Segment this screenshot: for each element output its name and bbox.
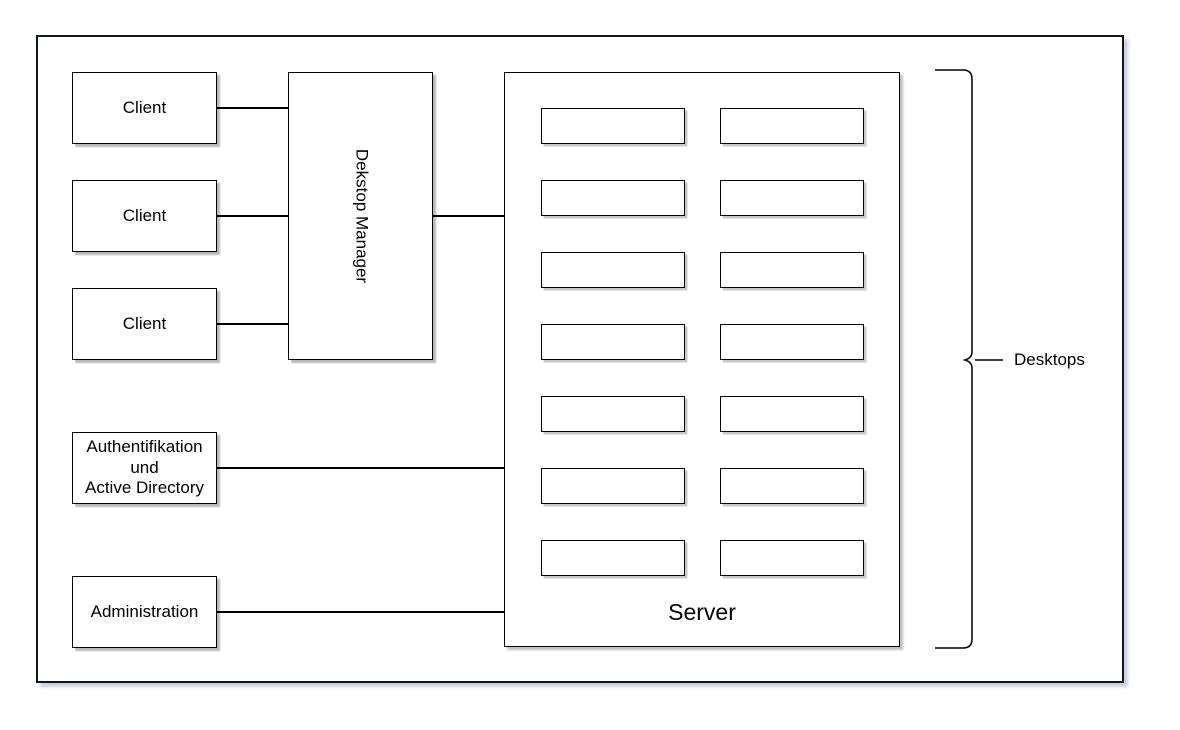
desktop-slot <box>541 396 685 432</box>
desktops-label: Desktops <box>1014 350 1085 369</box>
desktop-slot <box>720 252 864 288</box>
desktop-slot <box>720 540 864 576</box>
desktop-slot <box>541 540 685 576</box>
authentication-label-line3: Active Directory <box>84 478 205 498</box>
desktop-manager-box: Dekstop Manager <box>288 72 433 360</box>
connector-client3-desktop-manager <box>217 323 288 325</box>
desktops-brace <box>935 69 1003 649</box>
server-slot-grid <box>541 108 864 576</box>
desktop-slot <box>541 252 685 288</box>
client-box-3-label: Client <box>122 313 167 333</box>
authentication-box: Authentifikation und Active Directory <box>72 432 217 504</box>
administration-label: Administration <box>90 601 199 621</box>
connector-desktop-manager-server <box>433 215 504 217</box>
client-box-1: Client <box>72 72 217 144</box>
desktop-slot <box>720 468 864 504</box>
connector-client2-desktop-manager <box>217 215 288 217</box>
connector-authentication-server <box>217 467 504 469</box>
desktop-slot <box>541 108 685 144</box>
client-box-1-label: Client <box>122 97 167 117</box>
desktop-slot <box>720 324 864 360</box>
desktop-slot <box>720 108 864 144</box>
authentication-label-line2: und <box>130 457 159 477</box>
desktop-slot <box>541 180 685 216</box>
administration-box: Administration <box>72 576 217 648</box>
desktop-slot <box>541 324 685 360</box>
authentication-label-line1: Authentifikation <box>86 436 203 456</box>
desktop-slot <box>541 468 685 504</box>
client-box-2-label: Client <box>122 205 167 225</box>
desktop-slot <box>720 180 864 216</box>
client-box-2: Client <box>72 180 217 252</box>
desktop-slot <box>720 396 864 432</box>
server-label: Server <box>668 599 736 625</box>
client-box-3: Client <box>72 288 217 360</box>
desktop-manager-label: Dekstop Manager <box>351 148 371 284</box>
connector-administration-server <box>217 611 504 613</box>
connector-client1-desktop-manager <box>217 107 288 109</box>
brace-path <box>935 69 973 649</box>
